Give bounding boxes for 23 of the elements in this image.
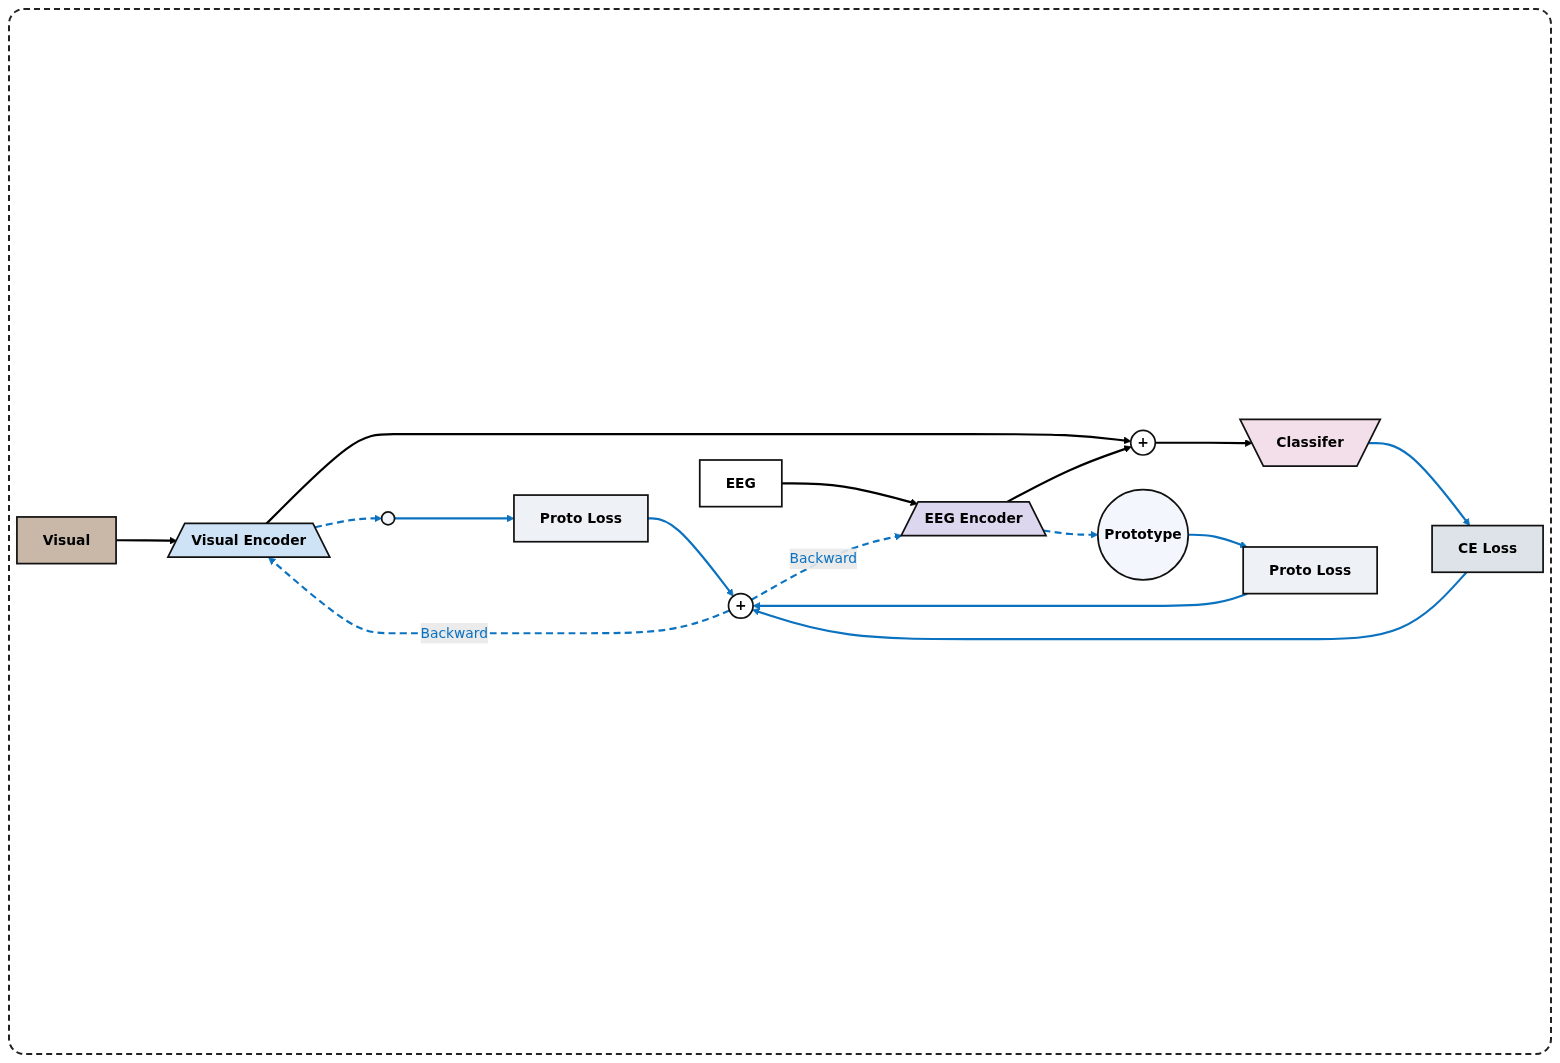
arrow (1188, 533, 1248, 549)
arrow (314, 514, 382, 529)
arrow (752, 571, 1468, 641)
arrow (116, 536, 178, 545)
node-box: Visual (16, 516, 117, 565)
arrow (265, 433, 1132, 525)
arrow (1369, 442, 1471, 526)
arrow (752, 592, 1248, 610)
node-circle (380, 511, 396, 526)
node-box: Proto Loss (1242, 546, 1378, 595)
arrow (750, 533, 903, 601)
node-box: Proto Loss (513, 494, 649, 543)
node-box: EEG (698, 459, 783, 508)
node-circle: + (1129, 429, 1157, 456)
node-circle: + (727, 592, 754, 619)
node-circle: Prototype (1096, 488, 1190, 581)
edge-label: Backward (789, 550, 858, 567)
arrow (647, 517, 734, 597)
node-box: CE Loss (1431, 524, 1544, 574)
arrow (268, 557, 730, 635)
arrow (1155, 439, 1253, 447)
edge-label: Backward (420, 624, 489, 642)
arrow (781, 482, 918, 506)
